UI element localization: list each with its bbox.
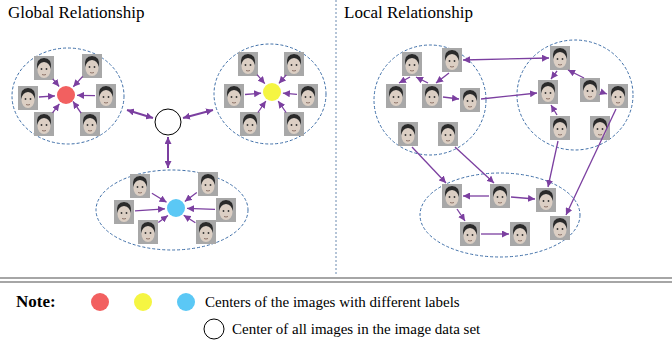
panel-heading: Local Relationship [344,3,473,23]
label-holder: Note: [16,292,56,312]
legend-text: Center of all images in the image data s… [232,320,480,338]
legend-text: Centers of the images with different lab… [205,293,460,311]
panel: Local Relationship [336,0,672,276]
panel: Global Relationship [0,0,336,276]
panel-heading: Global Relationship [8,3,144,23]
legend-entry: Center of all images in the image data s… [232,320,480,338]
legend-entry: Centers of the images with different lab… [205,293,460,311]
note-label: Note: [16,292,56,312]
